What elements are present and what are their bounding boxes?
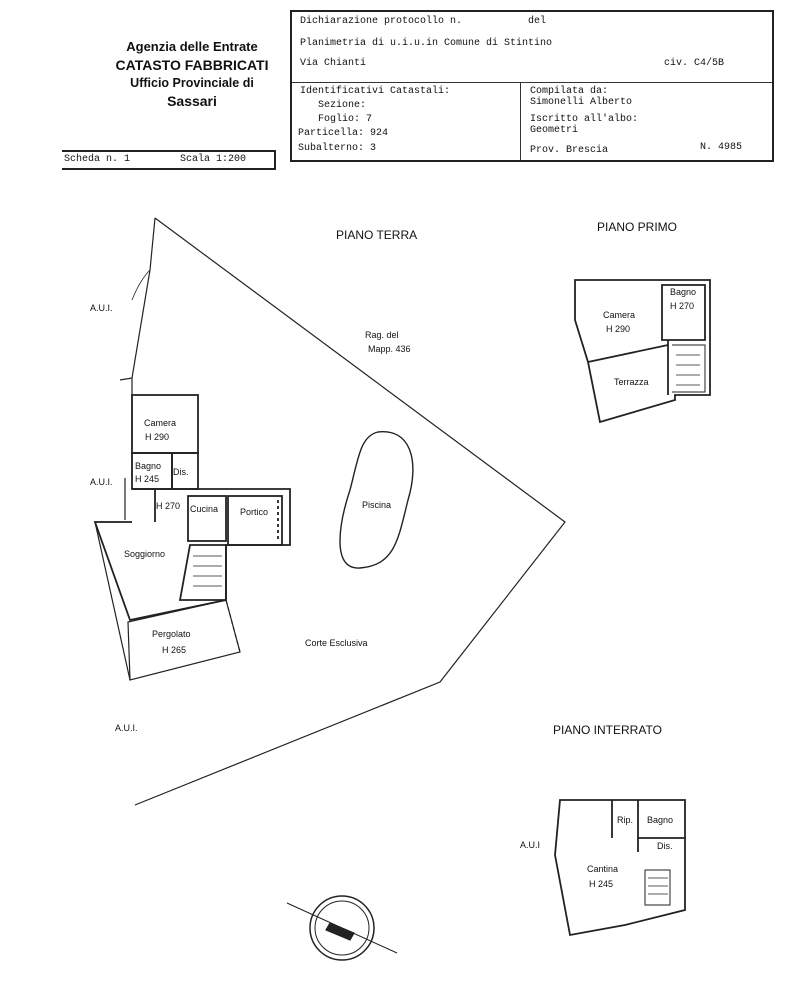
room-height-label: H 290 (606, 324, 631, 334)
particella-label: Particella: 924 (298, 128, 389, 139)
albo-value: Geometri (530, 125, 579, 136)
foglio-label: Foglio: 7 (318, 114, 373, 125)
room-label: Bagno (647, 815, 674, 825)
sezione-label: Sezione: (318, 100, 367, 111)
civic-number: civ. C4/5B (664, 58, 725, 69)
declaration-form: Dichiarazione protocollo n. del Planimet… (290, 10, 774, 162)
mappale-label: Mapp. 436 (368, 344, 411, 354)
room-label: Dis. (657, 841, 673, 851)
title-piano-terra: PIANO TERRA (336, 228, 418, 242)
pool-label: Piscina (362, 500, 392, 510)
identificativi-label: Identificativi Catastali: (300, 86, 451, 97)
pool-outline (339, 431, 414, 569)
registration-number: N. 4985 (700, 142, 743, 153)
room-label: Cantina (587, 864, 619, 874)
first-floor-plan (574, 279, 711, 424)
title-piano-primo: PIANO PRIMO (597, 220, 678, 234)
room-label: Soggiorno (124, 549, 166, 559)
rag-del-label: Rag. del (365, 330, 399, 340)
address-label: Via Chianti (300, 58, 367, 69)
title-piano-interrato: PIANO INTERRATO (553, 723, 662, 737)
room-portico (227, 495, 283, 546)
aui-label: A.U.I. (90, 477, 113, 487)
room-label: Terrazza (614, 377, 649, 387)
room-label: Pergolato (152, 629, 191, 639)
room-height-label: H 270 (670, 301, 695, 311)
room-cucina (187, 495, 227, 542)
room-label: Dis. (173, 467, 189, 477)
compilata-label: Compilata da: (530, 86, 609, 97)
room-height-label: H 245 (135, 474, 160, 484)
aui-label: A.U.I. (115, 723, 138, 733)
room-label: Rip. (617, 815, 634, 825)
scheda-bar: Scheda n. 1 Scala 1:200 (62, 150, 276, 170)
compilatore-name: Simonelli Alberto (530, 97, 633, 108)
del-label: del (528, 16, 547, 27)
scheda-number: Scheda n. 1 (64, 154, 131, 165)
room-label: Camera (144, 418, 177, 428)
room-label: Camera (603, 310, 636, 320)
planimetria-label: Planimetria di u.i.u.in Comune di Stinti… (300, 38, 553, 49)
protocol-label: Dichiarazione protocollo n. (300, 16, 463, 27)
room-label: Bagno (135, 461, 162, 471)
north-arrow-symbol (286, 895, 398, 961)
room-height-label: H 245 (589, 879, 614, 889)
form-divider (292, 82, 772, 83)
aui-label: A.U.I (520, 840, 541, 850)
catasto-title: CATASTO FABBRICATI (115, 57, 269, 73)
form-column-divider (520, 82, 521, 160)
scale-label: Scala 1:200 (180, 154, 247, 165)
room-height-label: H 265 (162, 645, 187, 655)
aui-boundary-left (94, 217, 156, 681)
pergolato-area (127, 599, 241, 681)
room-height-label: H 270 (156, 501, 181, 511)
province-label: Prov. Brescia (530, 145, 609, 156)
room-height-label: H 290 (145, 432, 170, 442)
room-label: Bagno (670, 287, 697, 297)
subalterno-label: Subalterno: 3 (298, 143, 377, 154)
agency-block: Agenzia delle Entrate CATASTO FABBRICATI… (92, 38, 292, 110)
ufficio-label: Ufficio Provinciale di (130, 76, 254, 90)
iscritto-label: Iscritto all'albo: (530, 114, 639, 125)
lot-boundary (134, 217, 566, 806)
agency-name: Agenzia delle Entrate (126, 39, 258, 54)
stair-ground (178, 544, 227, 601)
room-label: Cucina (190, 504, 219, 514)
basement-plan (554, 799, 686, 937)
corte-label: Corte Esclusiva (305, 638, 368, 648)
entrance-arc (131, 269, 151, 301)
aui-label: A.U.I. (90, 303, 113, 313)
ground-floor-building (93, 394, 291, 622)
room-label: Portico (240, 507, 269, 517)
province-name: Sassari (167, 93, 217, 109)
